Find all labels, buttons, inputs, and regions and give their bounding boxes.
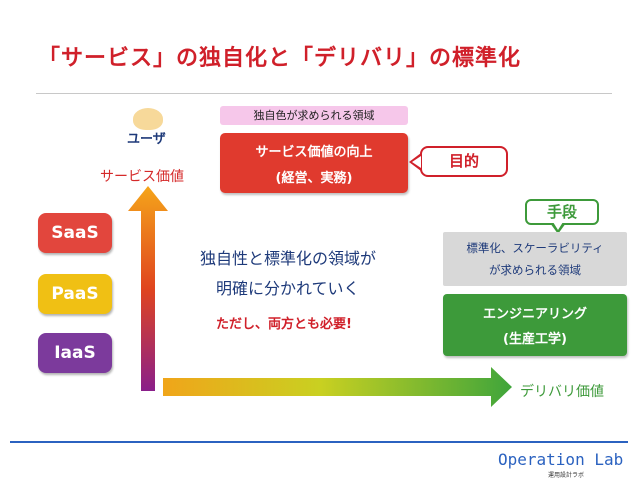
engineering-box-line2: (生産工学) — [503, 332, 567, 347]
page-title: 「サービス」の独自化と「デリバリ」の標準化 — [38, 46, 522, 71]
goal-callout-text: 目的 — [448, 152, 479, 170]
means-callout-pointer-inner — [553, 222, 563, 230]
engineering-box: エンジニアリング (生産工学) — [443, 294, 627, 356]
means-callout — [525, 199, 599, 225]
footer-subtitle: 運用設計ラボ — [548, 472, 585, 479]
goal-callout-pointer-inner — [412, 156, 421, 168]
footer-divider — [10, 441, 628, 443]
standard-box-line1: 標準化、スケーラビリティ — [466, 241, 604, 255]
service-box-line1: サービス価値の向上 — [255, 145, 373, 160]
service-value-box: サービス価値の向上 (経営、実務) — [220, 133, 408, 193]
center-text-line2: 明確に分かれていく — [216, 279, 360, 298]
center-note: ただし、両方とも必要! — [216, 317, 352, 332]
title-divider — [36, 93, 612, 94]
standard-box-line2: が求められる領域 — [489, 263, 581, 277]
service-value-label: サービス価値 — [100, 169, 184, 185]
stack-saas: SaaS — [38, 213, 112, 253]
user-label: ユーザ — [127, 132, 166, 147]
standardization-area-box: 標準化、スケーラビリティ が求められる領域 — [443, 232, 627, 286]
engineering-box-line1: エンジニアリング — [482, 307, 587, 322]
originality-area-pill: 独自色が求められる領域 — [220, 106, 408, 125]
user-head-icon — [133, 108, 163, 130]
delivery-value-label: デリバリ価値 — [520, 384, 604, 400]
stack-paas: PaaS — [38, 274, 112, 314]
means-callout-text: 手段 — [546, 203, 577, 221]
horizontal-arrow — [163, 367, 512, 407]
goal-callout — [420, 146, 508, 177]
footer-brand: Operation Lab — [498, 450, 624, 469]
stack-iaas: IaaS — [38, 333, 112, 373]
vertical-arrow — [128, 186, 168, 391]
center-text-line1: 独自性と標準化の領域が — [200, 249, 377, 268]
service-box-line2: (経営、実務) — [275, 171, 353, 186]
